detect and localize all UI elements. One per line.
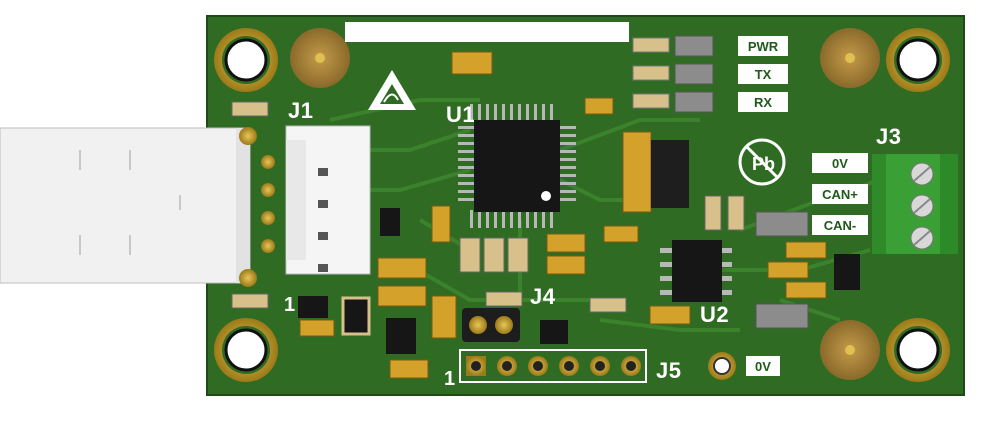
led-resistors (632, 35, 714, 113)
mounting-hole-tr (886, 28, 950, 92)
j3-designator: J3 (876, 124, 902, 149)
silkscreen-block (345, 22, 629, 42)
can-label-canh: CAN+ (812, 184, 868, 204)
mounting-hole-tl (214, 28, 278, 92)
pin-one-mark-j1: 1 (284, 294, 296, 316)
gnd-label: 0V (746, 356, 780, 376)
lead-free-icon: Pb (738, 138, 786, 186)
j4-designator: J4 (530, 284, 556, 309)
pin-header (459, 349, 647, 383)
u1-designator: U1 (446, 102, 476, 127)
mounting-hole-br (886, 318, 950, 382)
jumper-header (462, 308, 520, 342)
mounting-hole-bl (214, 318, 278, 382)
usb-connector (0, 127, 257, 287)
u2-designator: U2 (700, 302, 730, 327)
led-label-tx: TX (738, 64, 788, 84)
j5-designator: J5 (656, 358, 682, 383)
fiducial-pads (290, 28, 880, 380)
pin-one-mark-j5: 1 (444, 368, 456, 390)
led-label-rx: RX (738, 92, 788, 112)
esd-warning-icon (368, 70, 416, 110)
j1-designator: J1 (288, 98, 314, 123)
can-label-canl: CAN- (812, 215, 868, 235)
smd-components (231, 51, 860, 379)
can-transceiver-chip (660, 240, 732, 302)
j1-header (261, 125, 371, 275)
gnd-test-point (708, 352, 736, 380)
led-label-pwr: PWR (738, 36, 788, 56)
can-terminal-block (872, 154, 958, 254)
can-label-0v: 0V (812, 153, 868, 173)
mcu-chip (458, 104, 576, 228)
svg-text:Pb: Pb (752, 154, 775, 174)
